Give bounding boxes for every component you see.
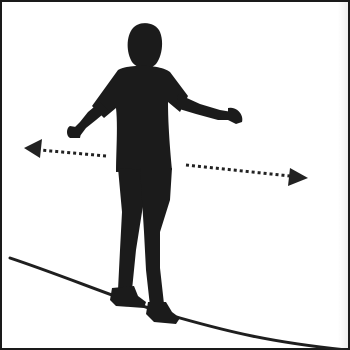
- right-arrow-icon: [186, 165, 308, 186]
- walker-right-hand: [228, 108, 242, 124]
- walker-torso: [92, 66, 188, 172]
- left-arrow-icon: [24, 139, 106, 158]
- walker-left-shoe: [110, 286, 146, 308]
- walker-right-leg: [140, 168, 172, 306]
- walker-right-shoe: [146, 302, 180, 324]
- walker-silhouette: [67, 23, 242, 324]
- walker-left-hand: [67, 126, 82, 138]
- tightrope: [10, 258, 346, 350]
- walker-right-arm: [176, 94, 232, 120]
